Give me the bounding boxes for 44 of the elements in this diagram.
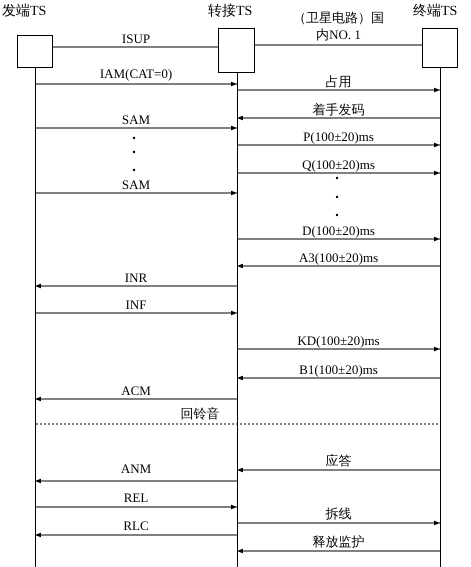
connector-line — [52, 46, 218, 48]
connector-line — [254, 44, 422, 46]
arrow — [236, 468, 440, 472]
edge-label: 拆线 — [324, 506, 354, 521]
participant-title: 发端TS — [2, 4, 46, 20]
edge-label: 释放监护 — [310, 534, 366, 549]
arrow — [236, 346, 440, 352]
edge-label: 应答 — [324, 453, 354, 468]
participant-title: 转接TS — [208, 4, 252, 20]
arrow — [34, 504, 238, 510]
edge-label: A3(100±20)ms — [296, 250, 380, 265]
arrow — [236, 548, 440, 554]
edge-label: KD(100±20)ms — [295, 333, 382, 348]
arrow — [34, 310, 238, 316]
arrow — [34, 82, 238, 86]
arrow — [236, 264, 440, 268]
edge-label: SAM — [120, 177, 152, 192]
edge-label: RLC — [121, 518, 151, 533]
arrow — [34, 284, 238, 288]
edge-label: Q(100±20)ms — [300, 157, 377, 172]
arrow — [236, 236, 440, 242]
arrow — [34, 126, 238, 130]
arrow — [34, 532, 238, 538]
edge-label: 占用 — [324, 74, 354, 89]
edge-label: 着手发码 — [310, 102, 366, 117]
note-label: 回铃音 — [178, 406, 222, 421]
arrow — [236, 170, 440, 176]
edge-label: ACM — [119, 383, 153, 398]
arrow — [34, 396, 238, 402]
arrow — [34, 478, 238, 484]
edge-label: D(100±20)ms — [300, 223, 377, 238]
arrow — [236, 376, 440, 380]
edge-label: SAM — [120, 112, 152, 127]
arrow — [236, 116, 440, 120]
arrow — [236, 520, 440, 526]
edge-label: P(100±20)ms — [301, 129, 376, 144]
participant-title: 终端TS — [413, 4, 458, 20]
arrow — [236, 88, 440, 92]
arrow — [34, 190, 238, 196]
edge-label: ANM — [118, 461, 154, 476]
arrow — [236, 142, 440, 148]
edge-label: IAM(CAT=0) — [98, 66, 174, 81]
edge-label: B1(100±20)ms — [297, 362, 380, 377]
edge-label: ISUP — [120, 31, 152, 46]
